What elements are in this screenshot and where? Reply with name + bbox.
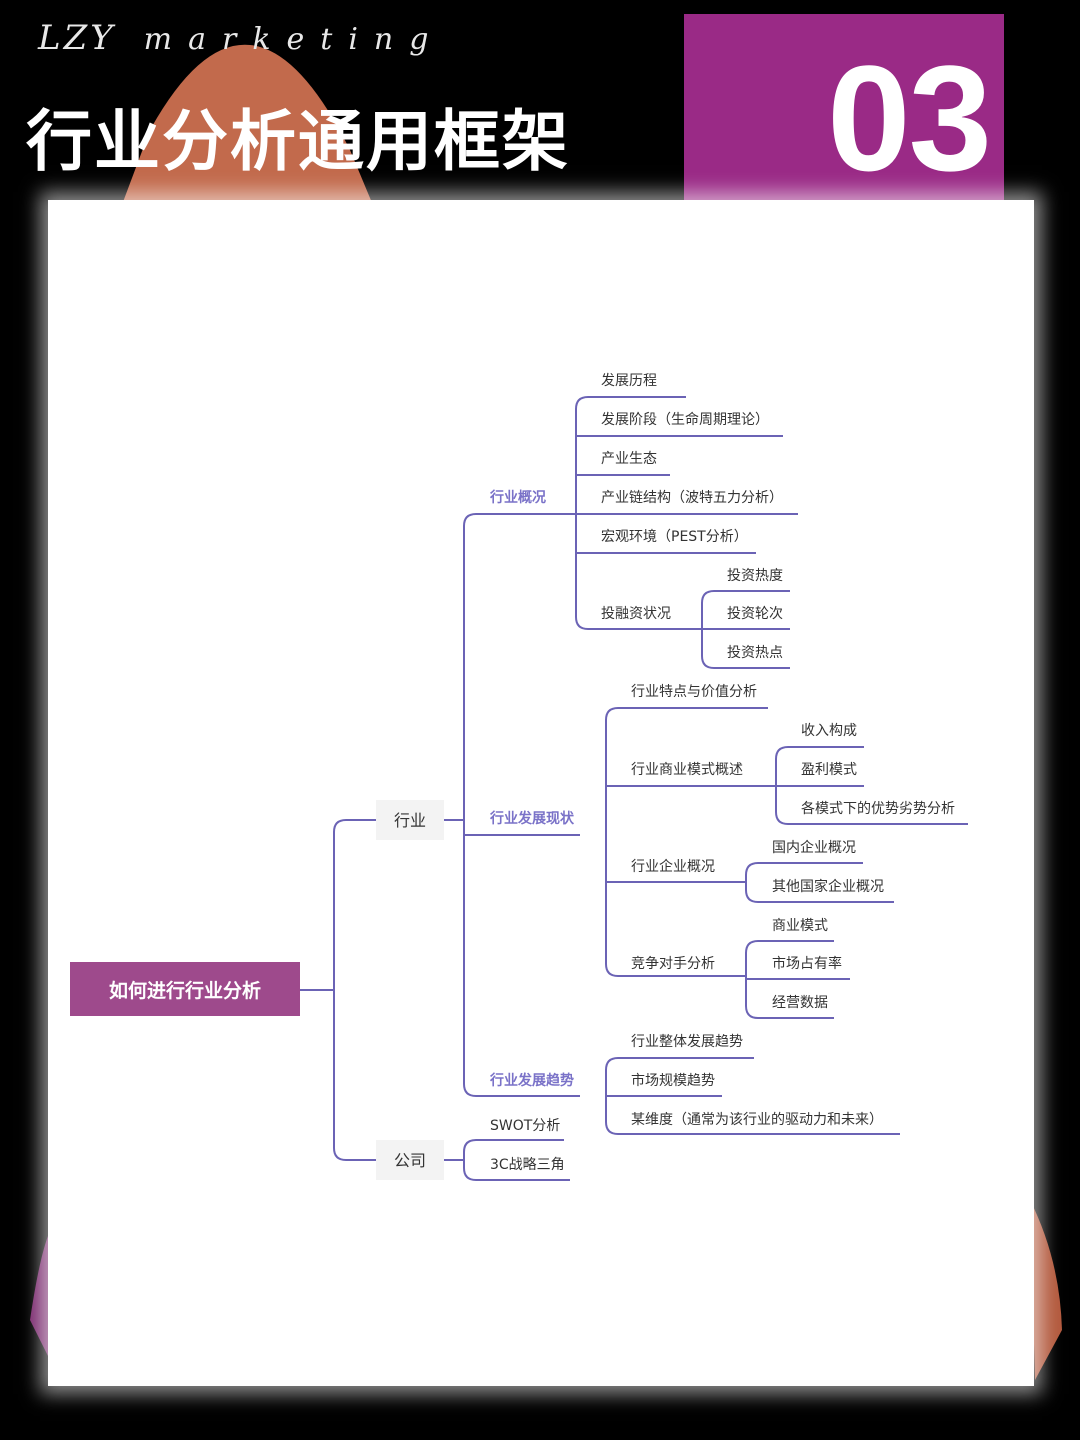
leaf-node: 某维度（通常为该行业的驱动力和未来） — [631, 1112, 883, 1128]
node-industry-label: 行业 — [394, 811, 426, 830]
leaf-node: 3C战略三角 — [490, 1157, 565, 1173]
brand-left: LZY — [38, 18, 116, 58]
node-qiye: 行业企业概况 — [631, 858, 715, 875]
root-node — [70, 962, 300, 1016]
node-jingzheng: 竞争对手分析 — [631, 955, 715, 972]
leaf-node: 商业模式 — [772, 918, 828, 934]
leaf-node: 各模式下的优势劣势分析 — [801, 801, 955, 817]
connector — [463, 1139, 477, 1181]
leaf-node: 投资轮次 — [727, 606, 783, 622]
leaf-node: 产业链结构（波特五力分析） — [601, 490, 783, 506]
leaf-node: 其他国家企业概况 — [772, 878, 884, 895]
node-company-label: 公司 — [394, 1151, 426, 1170]
leaf-node: 宏观环境（PEST分析） — [601, 529, 748, 545]
node-industry — [376, 800, 444, 840]
connector — [463, 513, 477, 1097]
page-title: 行业分析通用框架 — [26, 103, 570, 180]
node-gaikuang: 行业概况 — [489, 489, 546, 506]
brand-logo: LZY marketing — [38, 18, 444, 58]
node-moshi: 行业商业模式概述 — [631, 762, 743, 778]
leaf-node: 经营数据 — [772, 995, 828, 1011]
connector — [605, 707, 619, 977]
leaf-node: 行业整体发展趋势 — [631, 1034, 743, 1050]
connector — [745, 862, 759, 903]
root-node-label: 如何进行行业分析 — [109, 979, 261, 1002]
node-qushi: 行业发展趋势 — [489, 1072, 574, 1089]
mindmap-card: 如何进行行业分析 行业 公司 行业概况 行业发展现状 行业发展趋势 发展历程 发… — [48, 200, 1034, 1386]
leaf-node: 投资热度 — [727, 568, 783, 584]
leaf-node: 投资热点 — [727, 645, 783, 661]
leaf-node: 产业生态 — [601, 451, 657, 467]
number-badge: 03 — [684, 14, 1004, 204]
node-company — [376, 1140, 444, 1180]
leaf-node: 市场规模趋势 — [631, 1072, 715, 1089]
decor-blob-top — [120, 44, 375, 210]
number-badge-text: 03 — [827, 34, 992, 202]
leaf-node: SWOT分析 — [490, 1118, 560, 1134]
node-xianzhuang: 行业发展现状 — [489, 810, 575, 827]
connector — [333, 819, 347, 1161]
leaf-node: 国内企业概况 — [772, 839, 856, 856]
brand-right: marketing — [143, 22, 445, 57]
leaf-node: 行业特点与价值分析 — [631, 684, 757, 700]
leaf-node: 盈利模式 — [801, 762, 857, 778]
mindmap: 如何进行行业分析 行业 公司 行业概况 行业发展现状 行业发展趋势 发展历程 发… — [70, 373, 968, 1181]
leaf-node: 收入构成 — [801, 723, 857, 739]
leaf-node: 发展阶段（生命周期理论） — [601, 411, 769, 428]
leaf-node: 市场占有率 — [772, 955, 842, 972]
node-finance: 投融资状况 — [601, 606, 671, 622]
leaf-node: 发展历程 — [601, 373, 657, 389]
